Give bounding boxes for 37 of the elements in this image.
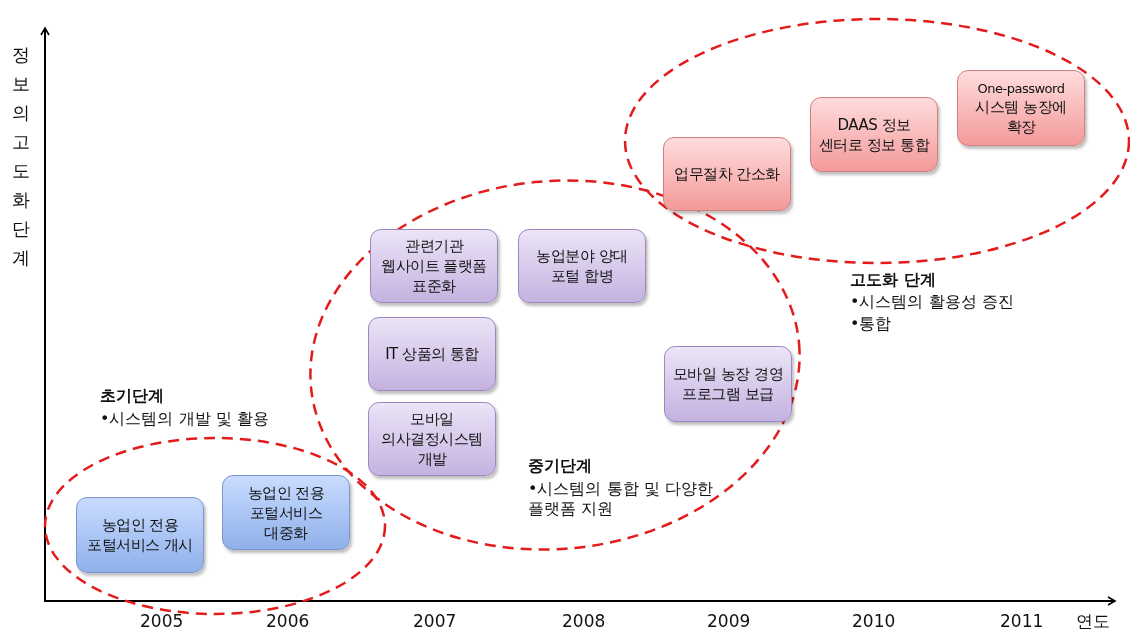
milestone-box [368, 317, 496, 391]
box-text: 농업인 전용 포털서비스 대중화 [246, 482, 326, 543]
box-text: 농업분야 양대 포털 합병 [535, 246, 629, 286]
year-label: 2008 [562, 611, 606, 631]
milestone-box [664, 346, 792, 422]
milestone-box [76, 497, 204, 573]
box-text: 시스템 농장에 확장 [974, 96, 1068, 137]
milestone-box [222, 475, 350, 550]
stage-note: •시스템의 활용성 증진 [850, 292, 1014, 312]
stage-note: •시스템의 개발 및 활용 [100, 409, 269, 429]
stage-heading: 고도화 단계 [850, 270, 936, 290]
box-text: 농업인 전용 포털서비스 개시 [86, 515, 194, 555]
stage-heading: 중기단계 [528, 456, 592, 476]
box-text: IT 상품의 통합 [385, 344, 479, 364]
year-label: 2009 [707, 611, 751, 631]
milestone-box [663, 137, 791, 211]
year-label: 2007 [413, 611, 457, 631]
stage-note: •통합 [850, 314, 892, 334]
stage-note: •시스템의 통합 및 다양한 플랫폼 지원 [528, 479, 713, 519]
stage-heading: 초기단계 [100, 386, 164, 406]
box-text: One-password [977, 79, 1065, 97]
box-text: 모바일 농장 경영 프로그램 보급 [671, 364, 784, 404]
year-label: 2006 [266, 611, 310, 631]
milestone-box [810, 97, 938, 172]
box-text: DAAS 정보 센터로 정보 통합 [817, 114, 931, 155]
box-text: 업무절차 간소화 [674, 164, 780, 184]
milestone-box [370, 229, 498, 303]
axis-title: 연도 [1076, 611, 1110, 631]
year-label: 2011 [1000, 611, 1044, 631]
milestone-box [957, 70, 1085, 146]
milestone-box [368, 402, 496, 476]
year-label: 2010 [852, 611, 896, 631]
year-label: 2005 [140, 611, 184, 631]
axis-title: 정보의 고도화 단계 [12, 43, 31, 270]
box-text: 모바일 의사결정시스템 개발 [380, 409, 484, 469]
box-text: 관련기관 웹사이트 플랫폼 표준화 [380, 236, 488, 296]
milestone-box [518, 229, 646, 303]
